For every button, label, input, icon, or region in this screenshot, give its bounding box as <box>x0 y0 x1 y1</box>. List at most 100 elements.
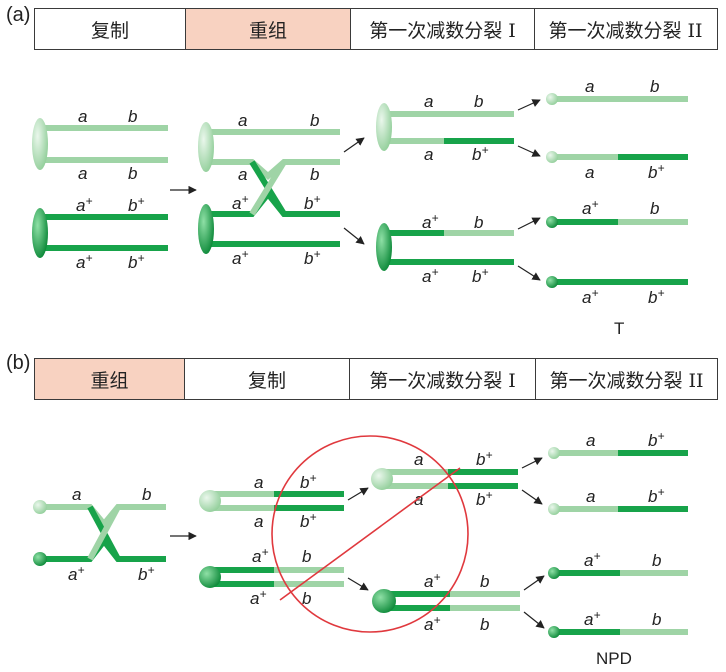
svg-text:a+: a+ <box>422 211 438 232</box>
label: a <box>78 164 87 183</box>
label: a <box>232 194 241 213</box>
arrow <box>343 227 365 245</box>
arrow <box>517 145 541 157</box>
label: b <box>474 213 483 232</box>
label: a <box>582 199 591 218</box>
svg-text:a+: a+ <box>424 613 440 634</box>
svg-text:b+: b+ <box>476 448 492 469</box>
b-recomb-chromosomes <box>33 500 166 566</box>
svg-text:b+: b+ <box>128 194 144 215</box>
label: a <box>585 77 594 96</box>
plus-sign: + <box>309 471 316 485</box>
arrow <box>347 577 369 591</box>
svg-text:b+: b+ <box>648 429 664 450</box>
b-m2-chromatid <box>548 567 688 579</box>
plus-sign: + <box>657 485 664 499</box>
panel-b-tag: (b) <box>6 352 31 374</box>
arrow <box>517 99 541 111</box>
label: a <box>238 165 247 184</box>
label: a <box>586 487 595 506</box>
svg-text:b+: b+ <box>304 192 320 213</box>
label: b <box>476 490 485 509</box>
svg-text:a+: a+ <box>422 265 438 286</box>
a-recomb-chromosomes <box>198 122 340 254</box>
plus-sign: + <box>137 194 144 208</box>
label: b <box>476 450 485 469</box>
label: a <box>414 450 423 469</box>
svg-text:b+: b+ <box>304 247 320 268</box>
label: b <box>142 485 151 504</box>
plus-sign: + <box>77 563 84 577</box>
panel-a-header: 复制 重组 第一次减数分裂 I 第一次减数分裂 II <box>34 8 718 50</box>
b-m1-bottom-chromosome <box>372 589 520 613</box>
plus-sign: + <box>259 587 266 601</box>
plus-sign: + <box>433 613 440 627</box>
label: b <box>128 164 137 183</box>
label: b <box>300 512 309 531</box>
plus-sign: + <box>593 608 600 622</box>
plus-sign: + <box>313 247 320 261</box>
label: b <box>650 199 659 218</box>
arrow <box>523 575 545 591</box>
plus-sign: + <box>431 265 438 279</box>
label: a <box>584 610 593 629</box>
plus-sign: + <box>485 488 492 502</box>
plus-sign: + <box>147 563 154 577</box>
svg-text:b+: b+ <box>476 488 492 509</box>
svg-text:b+: b+ <box>648 485 664 506</box>
svg-text:a+: a+ <box>424 570 440 591</box>
a-m2-chromatid <box>546 216 688 228</box>
svg-text:a+: a+ <box>582 197 598 218</box>
plus-sign: + <box>137 251 144 265</box>
label: b <box>310 165 319 184</box>
label: b <box>302 589 311 608</box>
label: a <box>254 473 263 492</box>
svg-text:b+: b+ <box>128 251 144 272</box>
panel-a-header-recombination: 重组 <box>186 9 351 49</box>
label: a <box>582 288 591 307</box>
svg-text:a+: a+ <box>584 549 600 570</box>
b-m2-chromatid <box>548 503 688 515</box>
label: b <box>474 92 483 111</box>
arrow <box>523 611 545 629</box>
label: a <box>78 107 87 126</box>
svg-text:b+: b+ <box>472 265 488 286</box>
svg-text:a+: a+ <box>76 194 92 215</box>
label: b <box>648 431 657 450</box>
plus-sign: + <box>657 429 664 443</box>
cross-out-mark <box>271 435 469 633</box>
label: b <box>302 547 311 566</box>
plus-sign: + <box>481 143 488 157</box>
plus-sign: + <box>85 194 92 208</box>
svg-text:b+: b+ <box>300 471 316 492</box>
label: a <box>422 267 431 286</box>
a-m2-chromatid <box>546 276 688 288</box>
label: a <box>76 253 85 272</box>
a-m1-bottom-chromosome <box>376 223 514 271</box>
panel-a-header-replication: 复制 <box>35 9 186 49</box>
panel-b-diagram: a b a+ b+ a b+ a b+ a+ b a+ b <box>33 429 688 668</box>
b-m2-chromatid <box>548 626 688 638</box>
arrow <box>521 457 543 469</box>
label: a <box>424 572 433 591</box>
label: a <box>585 163 594 182</box>
panel-a-header-meiosis-2: 第一次减数分裂 II <box>548 19 703 42</box>
plus-sign: + <box>591 197 598 211</box>
plus-sign: + <box>309 510 316 524</box>
b-rep-bottom-chromosome <box>199 566 344 588</box>
svg-text:a+: a+ <box>250 587 266 608</box>
plus-sign: + <box>657 286 664 300</box>
label: b <box>310 111 319 130</box>
arrow <box>517 217 541 230</box>
label: a <box>424 615 433 634</box>
label: a <box>422 213 431 232</box>
arrow <box>343 137 365 153</box>
label: a <box>254 512 263 531</box>
plus-sign: + <box>433 570 440 584</box>
label: b <box>472 267 481 286</box>
plus-sign: + <box>261 545 268 559</box>
svg-text:a+: a+ <box>252 545 268 566</box>
svg-text:b+: b+ <box>472 143 488 164</box>
svg-text:a+: a+ <box>76 251 92 272</box>
